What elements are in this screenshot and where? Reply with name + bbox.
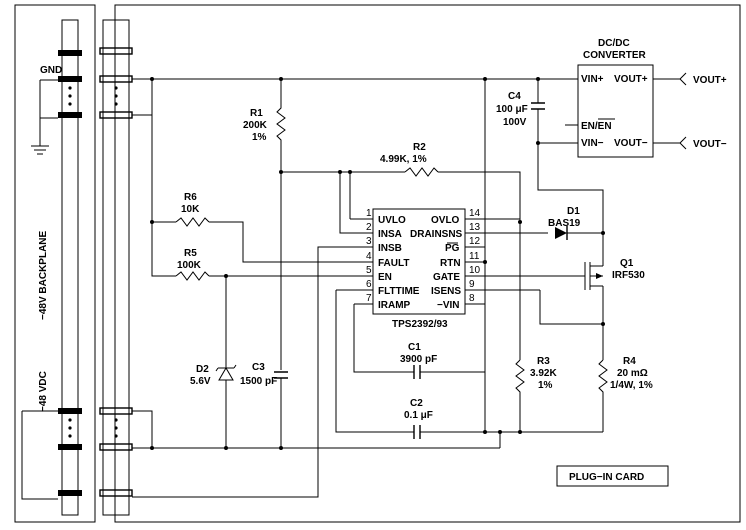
svg-text:D2: D2 <box>196 364 209 375</box>
svg-text:100K: 100K <box>177 260 202 271</box>
svg-text:R5: R5 <box>184 248 197 259</box>
plug-in-card-label: PLUG−IN CARD <box>569 472 644 483</box>
ground-symbol <box>31 79 58 155</box>
svg-text:VIN−: VIN− <box>581 138 604 149</box>
svg-text:1500 pF: 1500 pF <box>240 376 277 387</box>
svg-text:D1: D1 <box>567 206 580 217</box>
svg-text:5: 5 <box>366 265 372 276</box>
svg-text:INSB: INSB <box>378 243 402 254</box>
svg-text:C3: C3 <box>252 362 265 373</box>
svg-text:10K: 10K <box>181 204 200 215</box>
svg-text:20 mΩ: 20 mΩ <box>617 368 648 379</box>
svg-text:R1: R1 <box>250 108 263 119</box>
svg-text:OVLO: OVLO <box>431 215 460 226</box>
svg-text:C1: C1 <box>408 342 421 353</box>
svg-text:CONVERTER: CONVERTER <box>583 50 647 61</box>
vout-minus-label: VOUT− <box>693 139 727 150</box>
backplane-frame <box>14 4 96 523</box>
ic-name: TPS2392/93 <box>392 319 448 330</box>
svg-text:4: 4 <box>366 251 372 262</box>
svg-text:3: 3 <box>366 236 372 247</box>
svg-text:Q1: Q1 <box>620 258 634 269</box>
zener-d2: D2 5.6V <box>190 276 237 448</box>
gnd-label: GND <box>40 65 62 76</box>
svg-text:R2: R2 <box>413 142 426 153</box>
capacitor-c2: C2 0.1 μF <box>404 398 433 439</box>
svg-text:0.1 μF: 0.1 μF <box>404 410 433 421</box>
svg-text:R3: R3 <box>537 356 550 367</box>
plug-in-card-label-box <box>556 465 669 487</box>
svg-text:RTN: RTN <box>440 258 461 269</box>
vout-plus-label: VOUT+ <box>693 75 727 86</box>
svg-text:3900 pF: 3900 pF <box>400 354 437 365</box>
svg-text:14: 14 <box>469 208 481 219</box>
svg-text:R6: R6 <box>184 192 197 203</box>
resistor-r5: R5 100K <box>175 248 210 281</box>
svg-text:6: 6 <box>366 279 372 290</box>
backplane-connector <box>58 19 82 516</box>
svg-text:5.6V: 5.6V <box>190 376 211 387</box>
svg-text:200K: 200K <box>243 120 268 131</box>
svg-text:DRAINSNS: DRAINSNS <box>410 229 463 240</box>
resistor-r2: R2 4.99K, 1% <box>380 142 439 177</box>
diode-d1: D1 BAS19 <box>548 206 581 240</box>
svg-text:100 μF: 100 μF <box>496 104 528 115</box>
svg-text:1/4W, 1%: 1/4W, 1% <box>610 380 653 391</box>
svg-text:INSA: INSA <box>378 229 402 240</box>
vdc-label: −48 VDC <box>38 371 49 412</box>
svg-text:VIN+: VIN+ <box>581 74 604 85</box>
svg-text:13: 13 <box>469 222 481 233</box>
svg-text:2: 2 <box>366 222 372 233</box>
svg-text:VOUT+: VOUT+ <box>614 74 648 85</box>
resistor-r1: R1 200K 1% <box>243 79 286 170</box>
capacitor-c1: C1 3900 pF <box>400 342 437 379</box>
svg-text:C2: C2 <box>410 398 423 409</box>
capacitor-c3: C3 1500 pF <box>240 362 288 448</box>
svg-text:7: 7 <box>366 293 372 304</box>
svg-text:8: 8 <box>469 293 475 304</box>
resistor-r3: R3 3.92K 1% <box>515 356 557 432</box>
svg-text:3.92K: 3.92K <box>530 368 557 379</box>
svg-text:R4: R4 <box>623 356 636 367</box>
svg-text:1%: 1% <box>538 380 553 391</box>
svg-text:4.99K, 1%: 4.99K, 1% <box>380 154 427 165</box>
svg-text:UVLO: UVLO <box>378 215 406 226</box>
svg-text:EN: EN <box>378 272 392 283</box>
svg-text:10: 10 <box>469 265 481 276</box>
svg-text:100V: 100V <box>503 117 527 128</box>
svg-text:FLTTIME: FLTTIME <box>378 286 420 297</box>
svg-text:9: 9 <box>469 279 475 290</box>
svg-text:12: 12 <box>469 236 481 247</box>
svg-text:−VIN: −VIN <box>437 300 460 311</box>
svg-text:1%: 1% <box>252 132 267 143</box>
resistor-r4: R4 20 mΩ 1/4W, 1% <box>598 356 653 432</box>
svg-text:BAS19: BAS19 <box>548 218 581 229</box>
dcdc-converter <box>577 64 654 158</box>
mosfet-q1: Q1 IRF530 <box>575 258 645 290</box>
svg-text:EN/EN: EN/EN <box>581 121 612 132</box>
svg-text:1: 1 <box>366 208 372 219</box>
svg-text:ISENS: ISENS <box>431 286 461 297</box>
svg-text:C4: C4 <box>508 91 521 102</box>
card-connector <box>99 19 133 516</box>
svg-text:VOUT−: VOUT− <box>614 138 648 149</box>
svg-text:11: 11 <box>469 251 480 262</box>
svg-text:GATE: GATE <box>433 272 460 283</box>
converter-title: DC/DC <box>598 38 630 49</box>
svg-text:FAULT: FAULT <box>378 258 409 269</box>
svg-text:IRF530: IRF530 <box>612 270 645 281</box>
svg-text:PG: PG <box>445 243 460 254</box>
plug-in-card-frame <box>114 4 741 523</box>
resistor-r6: R6 10K <box>175 192 210 227</box>
svg-text:IRAMP: IRAMP <box>378 300 411 311</box>
backplane-label: −48V BACKPLANE <box>38 230 49 320</box>
